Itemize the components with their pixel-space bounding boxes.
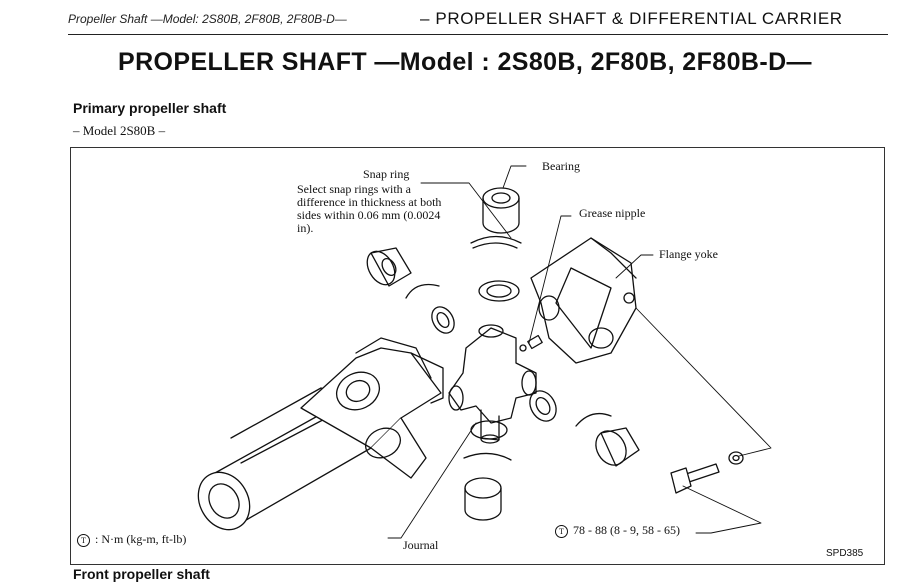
bearing-top [482, 187, 520, 234]
flange-bolt [670, 451, 744, 494]
figure-code: SPD385 [826, 548, 864, 559]
label-journal: Journal [403, 538, 439, 552]
label-flange-yoke: Flange yoke [659, 247, 718, 261]
torque-spec: T 78 - 88 (8 - 9, 58 - 65) [555, 524, 680, 538]
header-rule [68, 34, 888, 35]
exploded-view-drawing [197, 165, 772, 539]
leader-torque [682, 485, 762, 534]
bearing-bottom [464, 477, 502, 521]
torque-legend-text: : N·m (kg-m, ft-lb) [95, 532, 187, 546]
leader-flange-yoke [615, 254, 654, 279]
bearing-left [366, 247, 412, 287]
bearing-right [595, 427, 640, 467]
torque-legend-symbol-icon: T [77, 533, 90, 547]
seal-right [529, 390, 557, 422]
seal-left [431, 306, 455, 334]
grease-nipple [519, 334, 543, 352]
torque-spec-value: 78 - 88 (8 - 9, 58 - 65) [573, 523, 680, 537]
next-section-heading: Front propeller shaft [73, 566, 210, 582]
exploded-view-figure: Snap ring Select snap rings with a diffe… [70, 147, 885, 565]
snap-ring-top [470, 235, 522, 244]
label-snap-ring: Snap ring [363, 167, 410, 181]
label-snap-ring-note: Select snap rings with a difference in t… [297, 182, 442, 235]
running-header-right: – PROPELLER SHAFT & DIFFERENTIAL CARRIER [420, 9, 843, 28]
running-header-left: Propeller Shaft —Model: 2S80B, 2F80B, 2F… [68, 12, 347, 26]
snap-ring-bottom [463, 452, 512, 461]
section-heading: Primary propeller shaft [73, 100, 227, 116]
leader-journal [387, 422, 477, 539]
flange-yoke [530, 237, 637, 364]
leader-grease-nipple [528, 215, 572, 344]
label-bearing: Bearing [542, 159, 580, 173]
leader-bearing [502, 165, 527, 189]
shaft-yoke-assembly [197, 337, 444, 531]
page-title: PROPELLER SHAFT —Model : 2S80B, 2F80B, 2… [118, 48, 812, 76]
seal-top [478, 280, 520, 302]
snap-ring-right [575, 412, 612, 427]
washer [728, 451, 744, 465]
snap-ring-left [405, 283, 440, 299]
model-label: – Model 2S80B – [73, 123, 166, 138]
label-grease-nipple: Grease nipple [579, 206, 646, 220]
torque-symbol-icon: T [555, 524, 568, 538]
journal-cross [448, 324, 537, 444]
leader-snap-ring [420, 182, 512, 239]
torque-legend: T : N·m (kg-m, ft-lb) [77, 533, 186, 547]
seal-bottom [470, 420, 508, 440]
